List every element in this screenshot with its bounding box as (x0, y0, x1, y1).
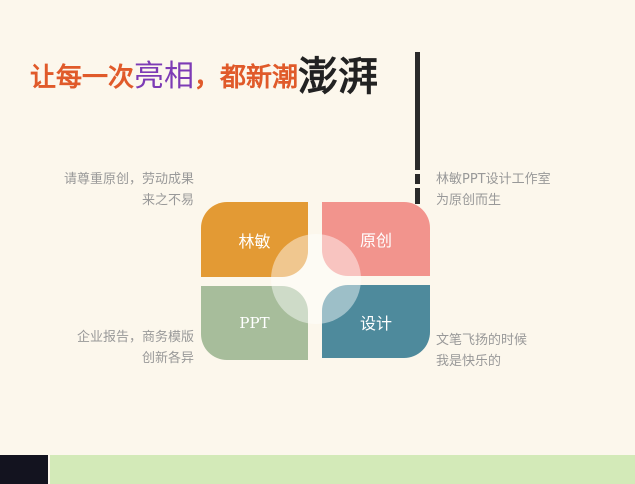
footer-green-bar (50, 455, 635, 484)
tile-label: 林敏 (238, 231, 271, 251)
tile-label: 设计 (359, 313, 392, 333)
right-top-text: 林敏PPT设计工作室为原创而生 (436, 169, 551, 211)
tile-design: 设计 (322, 285, 430, 358)
right-bottom-text: 文笔飞扬的时候我是快乐的 (436, 330, 527, 372)
headline-part: ，都新潮 (194, 63, 299, 93)
tile-ppt: PPT (201, 286, 308, 360)
vertical-line (415, 52, 420, 170)
left-top-text: 请尊重原创，劳动成果来之不易 (40, 169, 194, 211)
headline-brush: 澎湃 (298, 53, 379, 100)
text-line: 我是快乐的 (436, 354, 502, 369)
text-line: 企业报告，商务模版 (76, 330, 194, 345)
footer-dark-block (0, 455, 48, 484)
headline-accent: 亮相 (134, 59, 195, 94)
text-line: 文笔飞扬的时候 (436, 333, 528, 348)
headline-part: 让每一次 (30, 63, 135, 93)
center-circle (271, 234, 361, 324)
tile-label: 原创 (359, 231, 392, 250)
headline: 让每一次亮相，都新潮澎湃 (30, 40, 379, 100)
line-dash (415, 188, 420, 204)
text-line: 来之不易 (141, 193, 194, 208)
left-bottom-text: 企业报告，商务模版创新各异 (40, 327, 194, 369)
text-line: 创新各异 (141, 351, 194, 366)
text-line: 为原创而生 (436, 193, 502, 208)
tile-label: PPT (239, 314, 270, 332)
line-dash (415, 174, 420, 184)
tile-original: 原创 (322, 202, 430, 276)
text-line: 请尊重原创，劳动成果 (63, 172, 194, 187)
text-line: 林敏PPT设计工作室 (436, 172, 551, 187)
tile-linmin: 林敏 (201, 202, 308, 277)
